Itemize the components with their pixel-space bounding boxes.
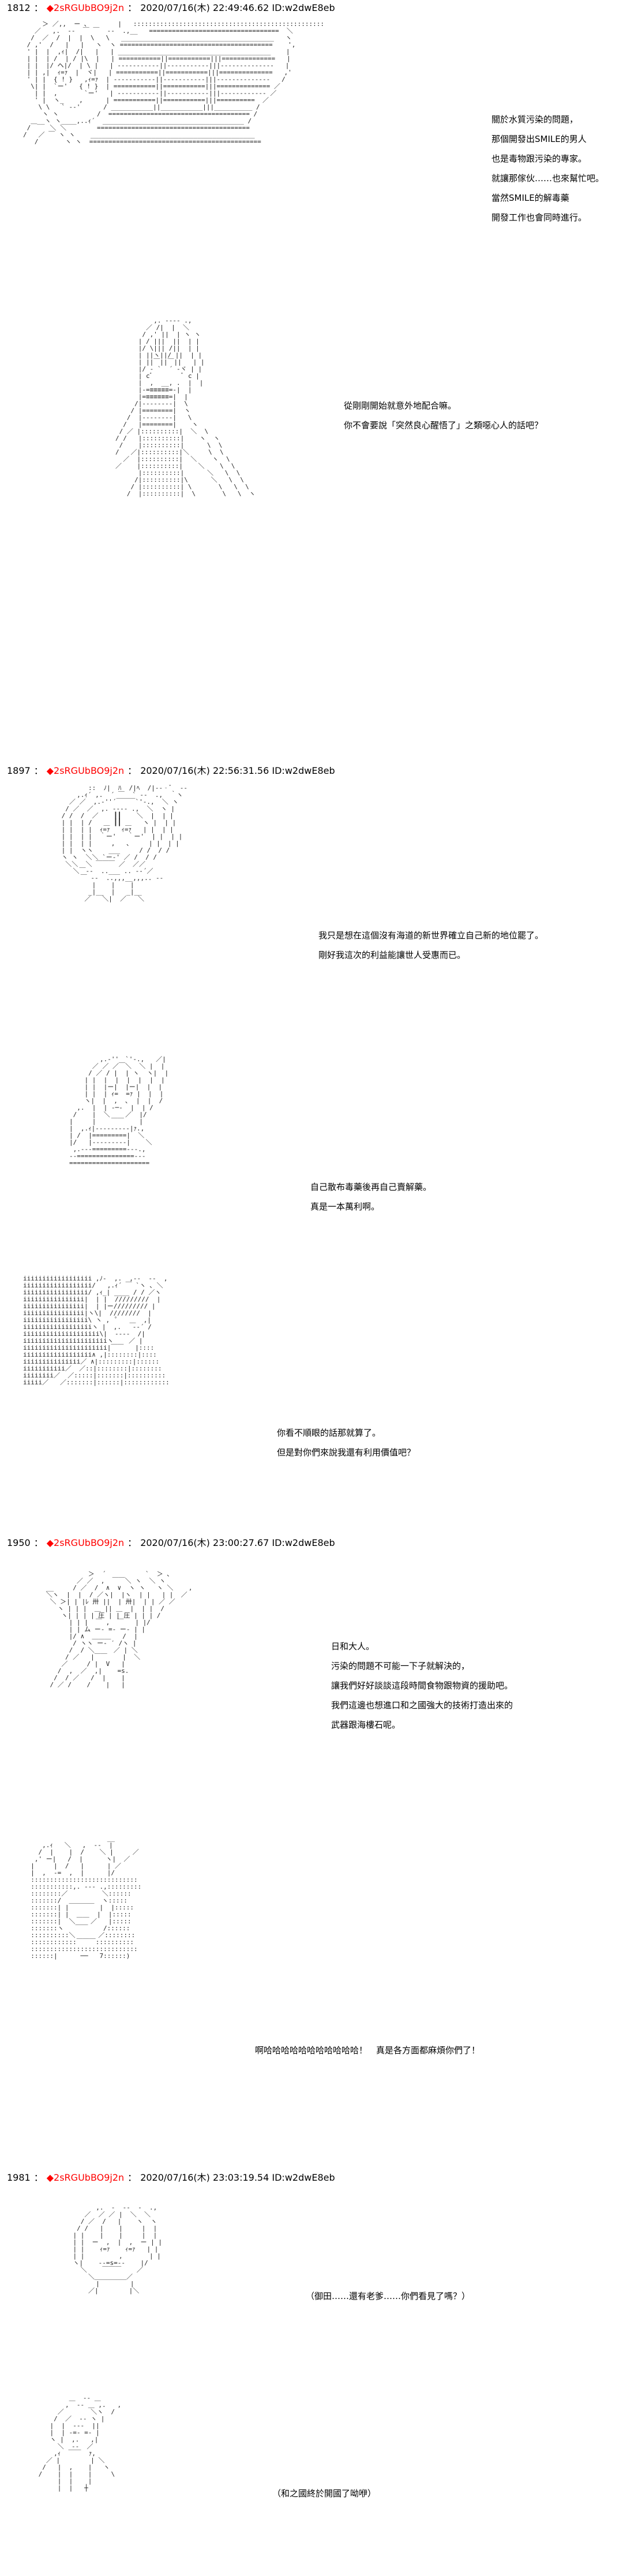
ascii-art-panel: ,. ‐ ‐‐ ‐ ., ／ ／ ／ | ＼ ＼ / ／ / | ヽ ヽ / /…: [73, 2204, 162, 2294]
dialogue-line: （和之國終於開國了呦咿）: [272, 2488, 377, 2499]
poster-id: ID:w2dwE8eb: [272, 1537, 335, 1548]
dialogue-line: 污染的問題不可能一下子就解決的，: [331, 1661, 470, 1671]
separator: ：: [33, 2, 43, 13]
dialogue-line: 武器跟海樓石呢。: [331, 1720, 401, 1730]
dialogue-block: 你看不順眼的話那就算了。 但是對你們來說我還有利用價值吧？: [277, 1423, 415, 1462]
dialogue-block: 自己散布毒藥後再自己賣解藥。 真是一本萬利啊。: [310, 1177, 431, 1216]
separator: ：: [33, 2172, 43, 2183]
dialogue-line: 剛好我這次的利益能讓世人受惠而已。: [318, 950, 466, 960]
poster-trip[interactable]: ◆2sRGUbBO9j2n: [46, 2172, 125, 2183]
post-header-1950: 1950：◆2sRGUbBO9j2n：2020/07/16(木) 23:00:2…: [7, 1537, 335, 1549]
dialogue-line: 關於水質污染的問題，: [491, 114, 579, 125]
dialogue-line: （御田……還有老爹……你們看見了嗎？）: [306, 2291, 471, 2301]
dialogue-line: 但是對你們來說我還有利用價值吧？: [277, 1447, 416, 1458]
post-header-1897: 1897：◆2sRGUbBO9j2n：2020/07/16(木) 22:56:3…: [7, 765, 335, 777]
dialogue-line: 就讓那傢伙……也來幫忙吧。: [491, 173, 605, 184]
post-header-1812: 1812：◆2sRGUbBO9j2n：2020/07/16(木) 22:49:4…: [7, 2, 335, 14]
ascii-art-panel: ＞ ／,, ー ､ | ::::::::::::::::::::::::::::…: [23, 21, 324, 145]
dialogue-block: （御田……還有老爹……你們看見了嗎？）: [306, 2286, 470, 2306]
dialogue-line: 也是毒物跟污染的專家。: [491, 153, 587, 164]
poster-trip[interactable]: ◆2sRGUbBO9j2n: [46, 765, 125, 776]
dialogue-line: 我們這邊也想進口和之國強大的技術打造出來的: [331, 1700, 513, 1710]
post-number: 1950: [7, 1537, 31, 1548]
ascii-art-panel: __ ,.ｨ ＼ , ‐‐ | / | | / ＼ | ／ ,' ー| / | …: [31, 1835, 142, 1960]
poster-trip[interactable]: ◆2sRGUbBO9j2n: [46, 1537, 125, 1548]
ascii-art-panel: ＿ ‐‐ ＿ , ‐‐ ＿ ,. , ／ ＼ヽ / / ／ ‐‐ ヽ | | |…: [38, 2395, 122, 2492]
ascii-art-panel: ,.‐''￣`'‐., ／| ／ ／ ／￣＼ ＼ | | / ／ / | | ヽ…: [69, 1056, 169, 1167]
dialogue-line: 我只是想在這個沒有海道的新世界確立自己新的地位罷了。: [318, 930, 544, 941]
dialogue-block: 我只是想在這個沒有海道的新世界確立自己新的地位罷了。 剛好我這次的利益能讓世人受…: [318, 926, 543, 965]
poster-id: ID:w2dwE8eb: [272, 765, 335, 776]
dialogue-line: 日和大人。: [331, 1641, 375, 1652]
dialogue-line: 開發工作也會同時進行。: [491, 212, 587, 223]
separator: ：: [33, 765, 43, 776]
poster-id: ID:w2dwE8eb: [272, 2172, 335, 2183]
poster-trip[interactable]: ◆2sRGUbBO9j2n: [46, 2, 125, 13]
dialogue-block: 啊哈哈哈哈哈哈哈哈哈哈哈！ 真是各方面都麻煩你們了！: [255, 2040, 480, 2060]
separator: ：: [127, 765, 137, 776]
ascii-art-panel: iiiiiiiiiiiiiiiiii ,ﾉ‐ ,. ,-‐ ‐- , iiiii…: [23, 1275, 170, 1386]
separator: ：: [127, 1537, 137, 1548]
post-header-1981: 1981：◆2sRGUbBO9j2n：2020/07/16(木) 23:03:1…: [7, 2172, 335, 2184]
dialogue-line: 自己散布毒藥後再自己賣解藥。: [310, 1182, 432, 1192]
dialogue-line: 真是一本萬利啊。: [310, 1201, 380, 1212]
post-number: 1981: [7, 2172, 31, 2183]
separator: ：: [127, 2, 137, 13]
dialogue-line: 從剛剛開始就意外地配合嘛。: [344, 400, 457, 411]
post-number: 1897: [7, 765, 31, 776]
separator: ：: [127, 2172, 137, 2183]
ascii-art-panel: ,. -‐‐- ., ／ /| | ＼ / ,' || | ヽ ヽ | / ||…: [115, 317, 256, 497]
poster-id: ID:w2dwE8eb: [272, 2, 335, 13]
post-datetime: 2020/07/16(木) 22:56:31.56: [140, 765, 269, 776]
ascii-art-panel: ＞ ´ ￣￣￣￣￣ ` ＞ ､ ／ ／ , ￣￣＼ ヽ ＼ ヽ __ / ／ /…: [46, 1571, 193, 1688]
dialogue-block: 關於水質污染的問題， 那個開發出SMILE的男人 也是毒物跟污染的專家。 就讓那…: [491, 110, 604, 227]
dialogue-line: 當然SMILE的解毒藥: [491, 193, 569, 203]
post-datetime: 2020/07/16(木) 23:00:27.67: [140, 1537, 269, 1548]
ascii-art-panel: :: ﾉ| ﾊ /|ﾍ /|--‐ﾞ -- ,.ｨ´ ,. ´ ￣ ` ‐- .…: [61, 785, 188, 903]
dialogue-block: （和之國終於開國了呦咿）: [272, 2484, 376, 2503]
dialogue-line: 你看不順眼的話那就算了。: [277, 1428, 381, 1438]
dialogue-block: 從剛剛開始就意外地配合嘛。 你不會要說「突然良心醒悟了」之類噁心人的話吧？: [344, 396, 543, 435]
post-datetime: 2020/07/16(木) 23:03:19.54: [140, 2172, 269, 2183]
dialogue-line: 讓我們好好談談這段時間食物跟物資的援助吧。: [331, 1680, 513, 1691]
post-number: 1812: [7, 2, 31, 13]
separator: ：: [33, 1537, 43, 1548]
dialogue-line: 那個開發出SMILE的男人: [491, 134, 587, 144]
dialogue-line: 你不會要說「突然良心醒悟了」之類噁心人的話吧？: [344, 420, 543, 430]
post-datetime: 2020/07/16(木) 22:49:46.62: [140, 2, 269, 13]
dialogue-line: 啊哈哈哈哈哈哈哈哈哈哈哈！ 真是各方面都麻煩你們了！: [255, 2045, 481, 2055]
dialogue-block: 日和大人。 污染的問題不可能一下子就解決的， 讓我們好好談談這段時間食物跟物資的…: [331, 1637, 513, 1735]
